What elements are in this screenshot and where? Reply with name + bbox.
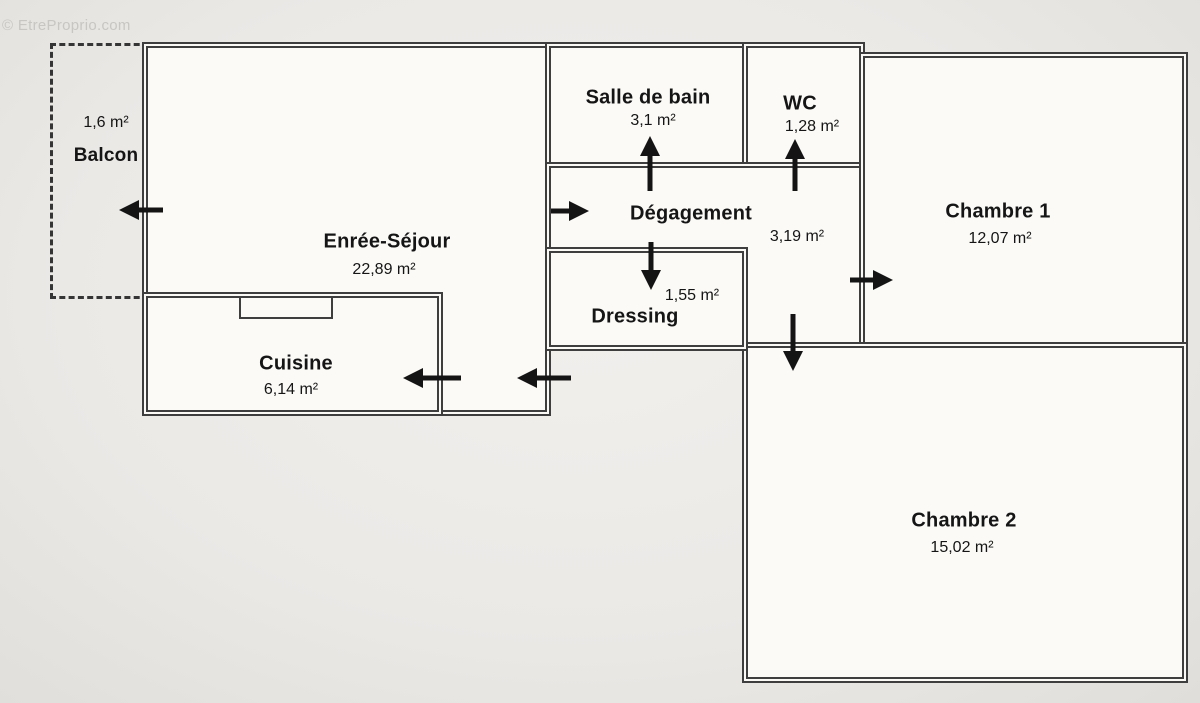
kitchen-counter [239,296,333,319]
dressing-name-label: Dressing [591,305,679,328]
balcon-name-label: Balcon [73,145,139,166]
room-chambre-1 [859,52,1188,348]
room-dressing [545,247,748,351]
chambre-1-name-label: Chambre 1 [945,200,1051,223]
dressing-area-label: 1,55 m² [664,287,720,304]
watermark: © EtreProprio.com [2,17,131,34]
cuisine-area-label: 6,14 m² [263,381,319,398]
sejour-area-label: 22,89 m² [352,261,416,278]
sejour-name-label: Enrée-Séjour [323,230,451,253]
chambre-2-area-label: 15,02 m² [930,539,994,556]
cuisine-name-label: Cuisine [259,352,333,375]
salle-de-bain-name-label: Salle de bain [585,86,711,109]
degagement-name-label: Dégagement [629,202,753,225]
room-balcon [50,43,149,299]
wc-name-label: WC [783,92,817,115]
balcon-area-label: 1,6 m² [83,114,129,131]
wc-area-label: 1,28 m² [784,118,840,135]
degagement-area-label: 3,19 m² [769,228,825,245]
salle-de-bain-area-label: 3,1 m² [630,112,676,129]
chambre-1-area-label: 12,07 m² [968,230,1032,247]
chambre-2-name-label: Chambre 2 [911,509,1017,532]
room-chambre-2 [742,342,1188,683]
